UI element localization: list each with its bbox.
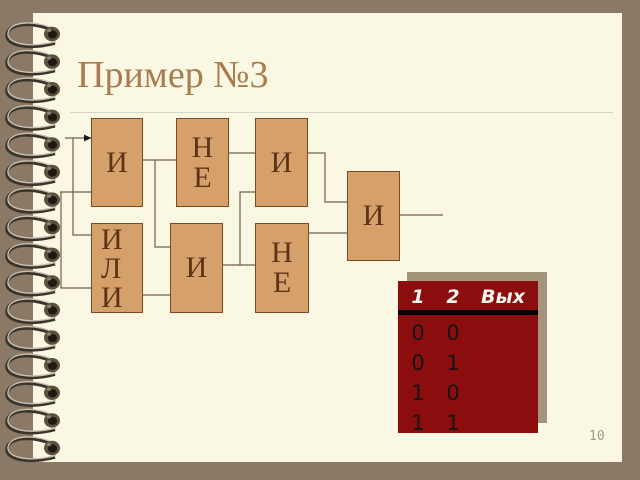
table-cell: 1 xyxy=(446,351,460,375)
table-cell: 1 xyxy=(446,411,460,435)
slide-title: Пример №3 xyxy=(77,54,269,96)
table-cell: 0 xyxy=(411,351,425,375)
table-cell: 0 xyxy=(411,321,425,345)
header-cell-output: Вых xyxy=(481,286,525,308)
header-cell-input1: 1 xyxy=(411,286,425,308)
truth-table-body: 0 0 0 1 1 0 1 1 xyxy=(398,318,538,438)
gate-and-4: И xyxy=(347,171,400,261)
table-row: 1 1 xyxy=(398,408,538,438)
table-cell: 1 xyxy=(411,411,425,435)
header-cell-input2: 2 xyxy=(446,286,460,308)
table-cell: 0 xyxy=(446,321,460,345)
gate-and-1: И xyxy=(91,118,143,207)
title-divider xyxy=(70,112,613,113)
spiral-binding-icon xyxy=(5,21,62,463)
page-number: 10 xyxy=(589,429,605,444)
gate-and-2: И xyxy=(255,118,308,207)
gate-not-1: Н Е xyxy=(176,118,229,207)
table-cell: 0 xyxy=(446,381,460,405)
table-cell: 1 xyxy=(411,381,425,405)
table-row: 0 0 xyxy=(398,318,538,348)
truth-table-header: 1 2 Вых xyxy=(398,281,538,310)
truth-table-divider xyxy=(398,310,538,315)
gate-or-1: И Л И xyxy=(91,223,143,313)
table-row: 1 0 xyxy=(398,378,538,408)
gate-and-3: И xyxy=(170,223,223,313)
table-row: 0 1 xyxy=(398,348,538,378)
truth-table: 1 2 Вых 0 0 0 1 1 0 1 1 xyxy=(398,281,538,435)
gate-not-2: Н Е xyxy=(255,223,309,313)
